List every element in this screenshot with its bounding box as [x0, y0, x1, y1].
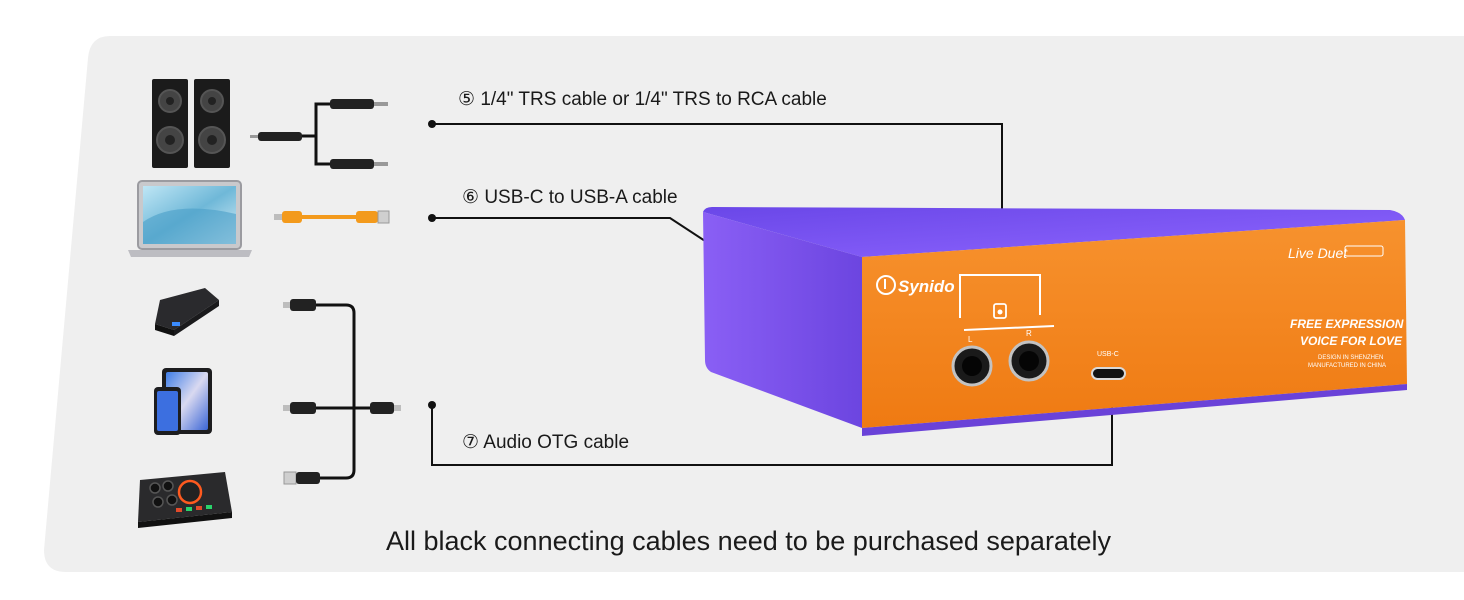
synido-logo-icon — [876, 275, 896, 295]
product-slogan-2: VOICE FOR LOVE — [1300, 334, 1403, 348]
cable-label-trs: ⑤ 1/4" TRS cable or 1/4" TRS to RCA cabl… — [458, 89, 827, 110]
audio-mixer-icon — [138, 472, 232, 528]
power-bank-icon — [155, 288, 219, 336]
cable-label-usb: ⑥ USB-C to USB-A cable — [462, 187, 678, 208]
product-model: Live Duet — [1288, 245, 1348, 261]
port-label-usb: USB-C — [1097, 351, 1119, 358]
tablet-phone-icon — [154, 368, 212, 435]
product-origin-2: MANUFACTURED IN CHINA — [1308, 363, 1386, 369]
orange-usb-cable-icon — [274, 210, 390, 224]
footnote: All black connecting cables need to be p… — [386, 526, 1111, 556]
cable-label-otg: ⑦ Audio OTG cable — [462, 432, 629, 453]
speaker-pair-icon — [152, 79, 230, 168]
model-badge — [1344, 245, 1384, 257]
product-origin-1: DESIGN IN SHENZHEN — [1318, 355, 1383, 361]
live-duet-product: Synido Live Duet FREE EXPRESSION VOICE F… — [703, 207, 1407, 436]
otg-cable-icon — [283, 299, 401, 485]
laptop-icon — [128, 180, 252, 257]
product-slogan-1: FREE EXPRESSION — [1290, 317, 1404, 331]
headphone-port-icon — [993, 303, 1007, 319]
usb-c-port — [1091, 367, 1126, 380]
trs-jack-right — [1008, 340, 1050, 382]
product-brand: Synido — [898, 277, 955, 296]
port-label-right: R — [1026, 329, 1032, 338]
trs-jack-left — [951, 345, 993, 387]
trs-y-cable-icon — [250, 99, 388, 169]
port-label-left: L — [968, 335, 973, 344]
